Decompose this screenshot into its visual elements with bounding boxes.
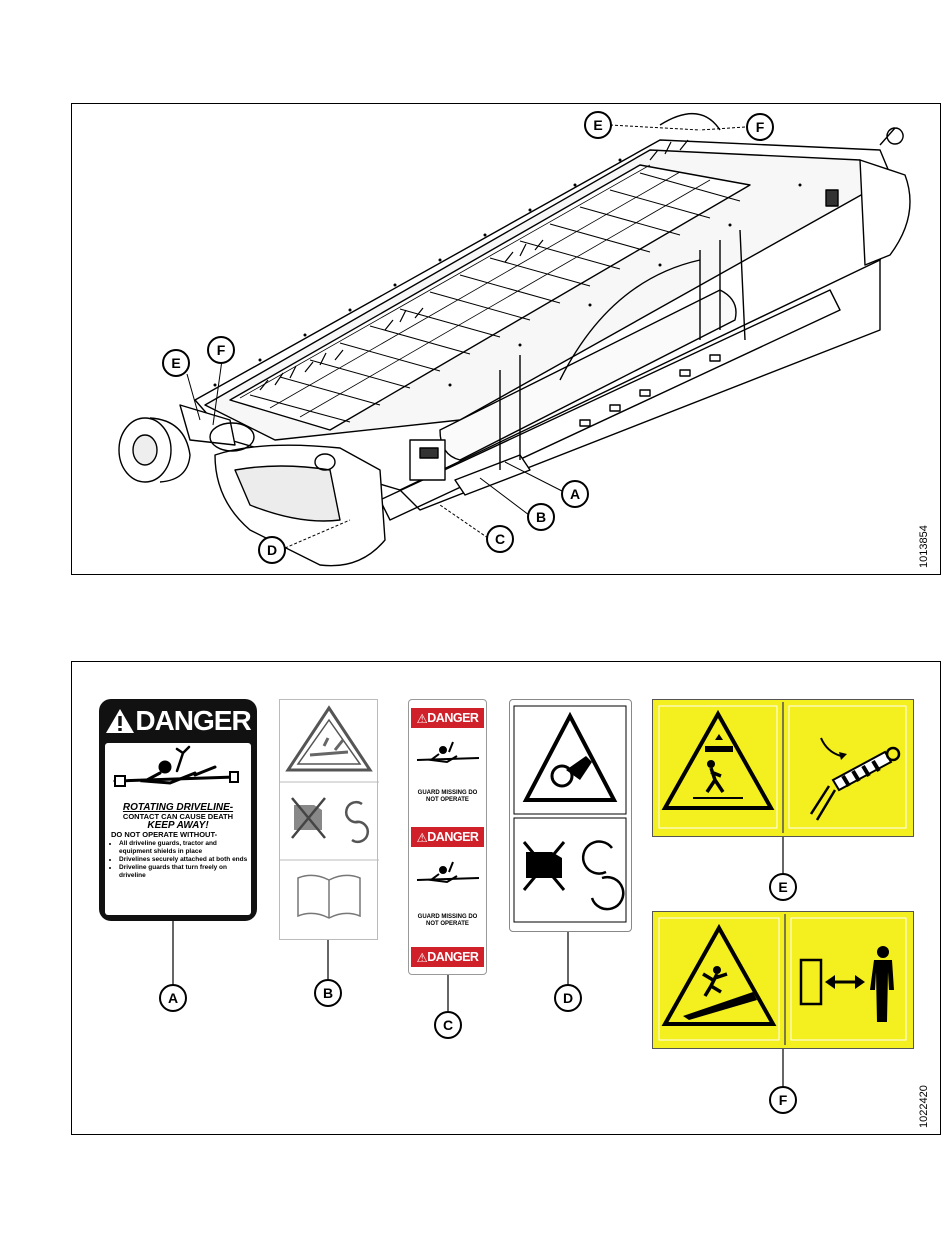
entanglement-pictogram-icon [416, 741, 480, 764]
warning-triangle-icon [106, 709, 135, 733]
callout-d: D [258, 536, 286, 564]
callout-e-top: E [584, 111, 612, 139]
crush-hazard-warning-icon [661, 709, 775, 810]
decal-e-crushing-hazard [652, 699, 914, 837]
callout-f-top: F [746, 113, 774, 141]
decal-a-bullets: All driveline guards, tractor and equipm… [105, 840, 251, 880]
callout-c: C [486, 525, 514, 553]
decal-a-header-text: DANGER [135, 705, 251, 736]
entanglement-warning-icon [522, 711, 618, 802]
decal-a-bullet: All driveline guards, tractor and equipm… [119, 840, 251, 856]
callout-c: C [434, 1011, 462, 1039]
decal-b-pictograms [279, 699, 379, 940]
callout-b: B [314, 979, 342, 1007]
callout-e: E [769, 873, 797, 901]
decal-a-line4: DO NOT OPERATE WITHOUT- [111, 830, 218, 839]
decal-c-guard-text: GUARD MISSING DO NOT OPERATE [417, 914, 478, 927]
callout-d: D [554, 984, 582, 1012]
entanglement-pictogram-icon [105, 743, 251, 799]
decal-d-rotating-parts [509, 699, 632, 932]
decal-c-guard-text: GUARD MISSING DO NOT OPERATE [417, 790, 478, 803]
warning-triangle-icon: ⚠ [416, 711, 428, 726]
callout-e-left: E [162, 349, 190, 377]
decal-a-header: DANGER [103, 703, 253, 739]
decal-a-danger-driveline: DANGER ROTATING DRIVELINE- CONTACT CAN C… [99, 699, 257, 921]
no-hands-rotating-icon [291, 797, 369, 844]
callout-b: B [527, 503, 555, 531]
figure-2-id: 1022420 [918, 1085, 930, 1128]
decal-a-line3: KEEP AWAY! [147, 820, 209, 831]
lock-out-cylinder-icon [809, 737, 901, 821]
entanglement-warning-icon [285, 705, 373, 772]
operator-manual-icon [297, 874, 361, 919]
decal-a-line1: ROTATING DRIVELINE- [122, 802, 234, 813]
decal-c-danger-bottom: ⚠DANGER [411, 947, 484, 967]
warning-triangle-icon: ⚠ [416, 830, 428, 845]
callout-f-left: F [207, 336, 235, 364]
callout-a: A [159, 984, 187, 1012]
decal-c-danger-top: ⚠DANGER [411, 708, 484, 728]
decal-c-guard-missing: ⚠DANGER GUARD MISSING DO NOT OPERATE ⚠DA… [408, 699, 487, 975]
keep-safe-distance-icon [799, 946, 894, 1022]
callout-f: F [769, 1086, 797, 1114]
decal-c-danger-mid: ⚠DANGER [411, 827, 484, 847]
decal-a-body: ROTATING DRIVELINE- CONTACT CAN CAUSE DE… [105, 743, 251, 915]
entanglement-pictogram-icon [416, 861, 480, 884]
fall-hazard-warning-icon [661, 923, 777, 1026]
no-hands-rotating-icon [522, 840, 625, 911]
decal-f-fall-hazard [652, 911, 914, 1049]
decal-a-bullet: Drivelines securely attached at both end… [119, 856, 251, 864]
callout-a: A [561, 480, 589, 508]
decal-a-bullet: Driveline guards that turn freely on dri… [119, 864, 251, 880]
decal-a-line2: CONTACT CAN CAUSE DEATH [122, 812, 234, 821]
warning-triangle-icon: ⚠ [416, 950, 428, 965]
